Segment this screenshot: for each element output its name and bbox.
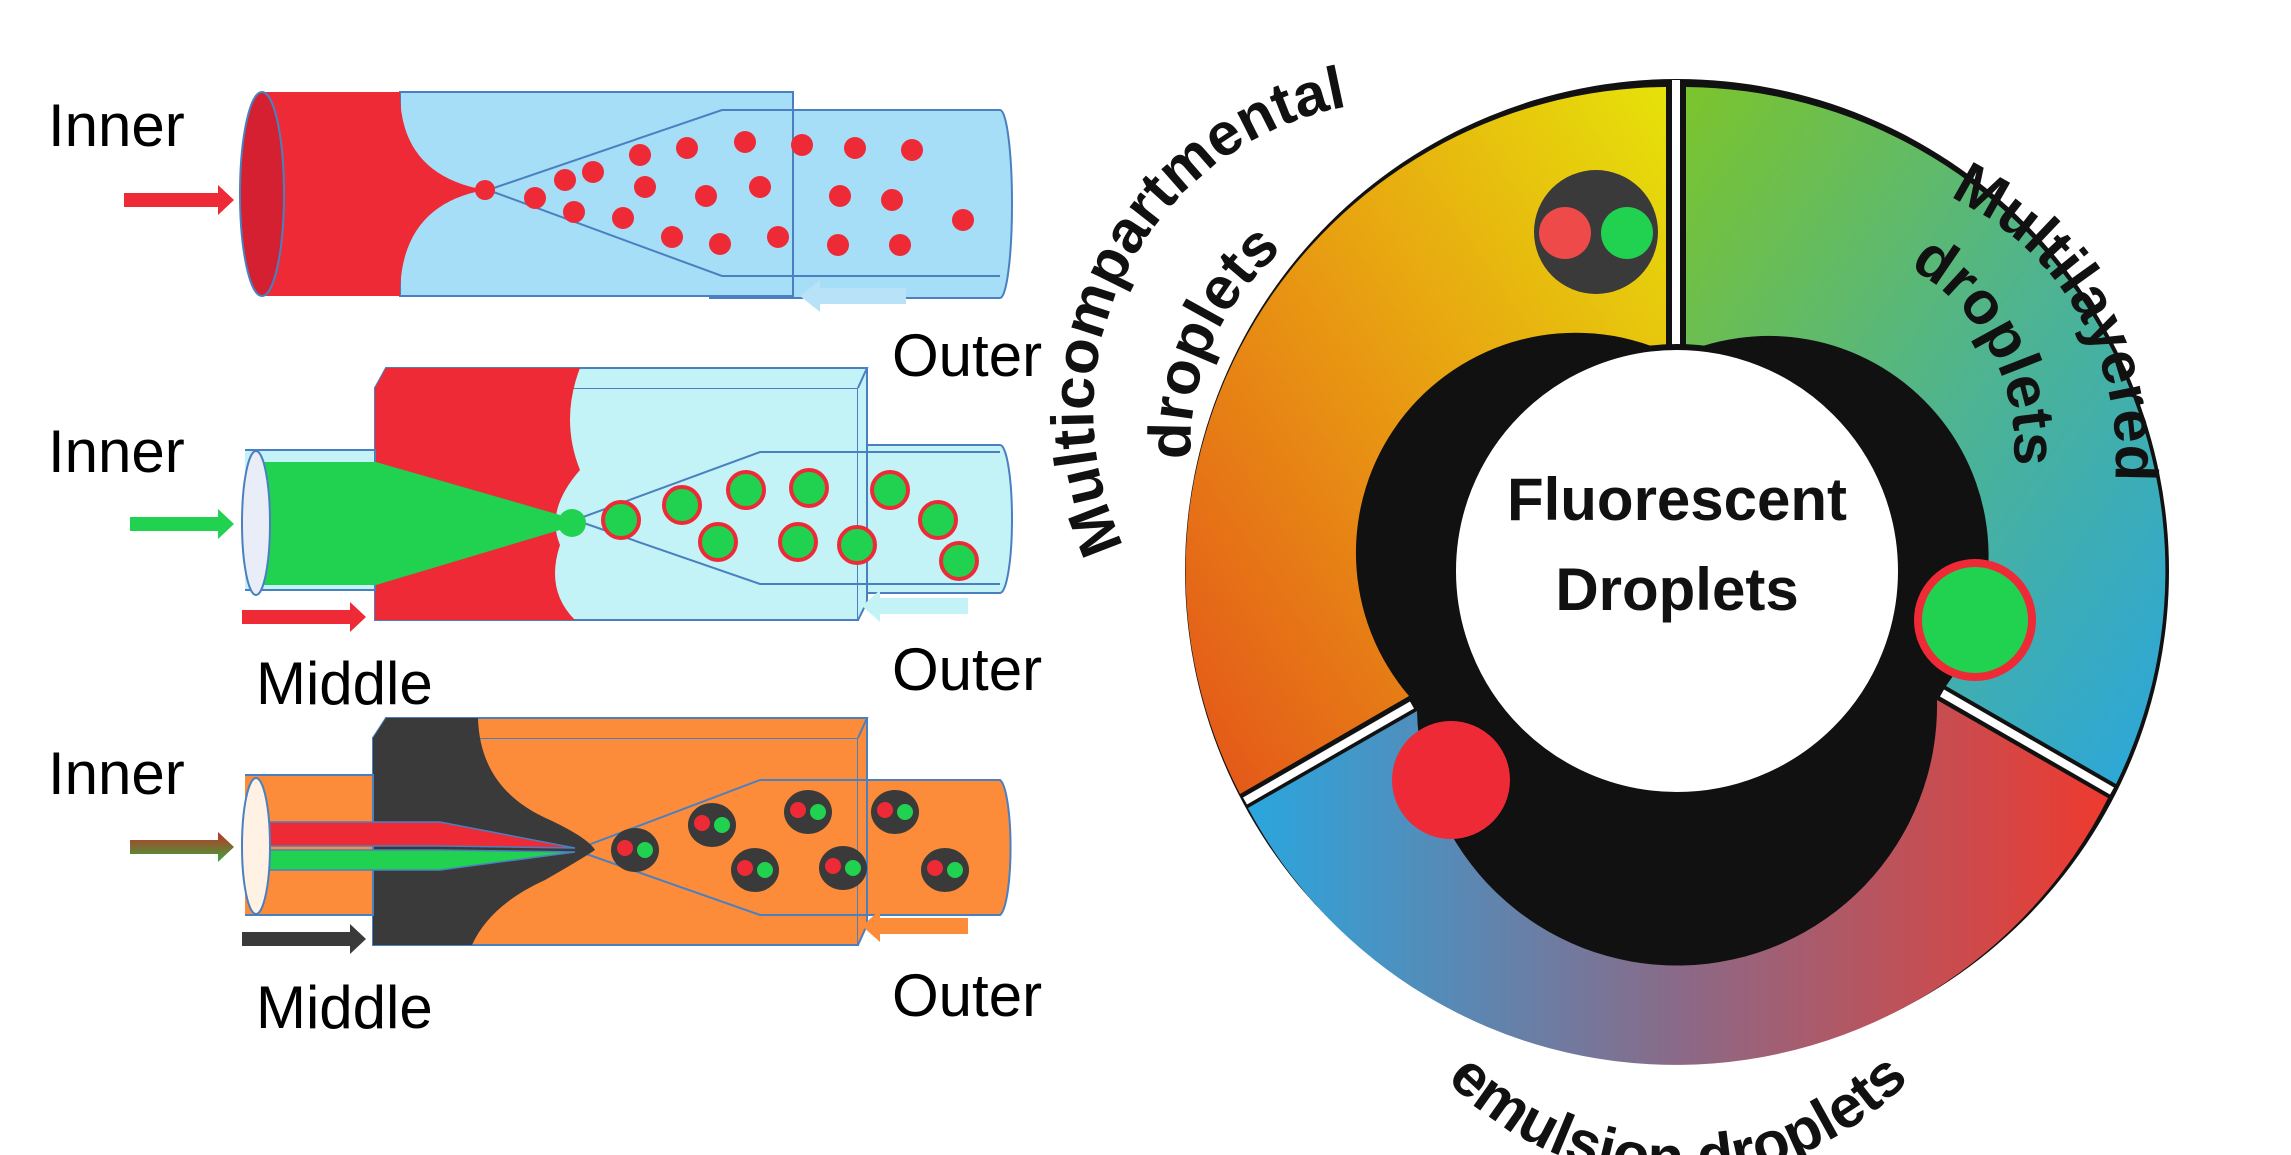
device3-outer-label: Outer (892, 962, 1042, 1029)
simple-emulsion-icon (1392, 721, 1510, 839)
multicompartmental-icon (1534, 170, 1658, 294)
device1-outer-label: Outer (892, 322, 1042, 389)
device1-outer-arrow (800, 280, 906, 312)
device2-droplets (601, 468, 979, 581)
device1-inner-label: Inner (48, 92, 185, 159)
ring-center (1450, 344, 1904, 798)
device-double-emulsion: Inner Middle Outer (48, 367, 1042, 717)
device2-middle-label: Middle (256, 650, 433, 717)
device3-inlet-end (241, 777, 271, 915)
device3-inner-label: Inner (48, 740, 185, 807)
device3-inner-arrow (130, 832, 234, 862)
multilayered-icon (1914, 559, 2036, 681)
device3-outer-arrow (862, 910, 968, 942)
ring-segment-simple (1248, 700, 2108, 1065)
device1-inlet-end (239, 91, 285, 297)
ring-separator-left (1243, 701, 1414, 805)
device2-outer-arrow (862, 590, 968, 622)
device1-inner-arrow (124, 185, 234, 215)
device-simple-emulsion: Inner Outer (48, 91, 1042, 389)
device1-pinch-droplet (475, 180, 495, 200)
droplet-type-ring: Fluorescent Droplets Multicompartmental … (1039, 53, 2170, 1155)
device1-inner-fluid (262, 92, 485, 296)
device2-inner-label: Inner (48, 418, 185, 485)
device2-outer-label: Outer (892, 636, 1042, 703)
ring-separator-right (1940, 689, 2114, 795)
device-multicompartment: Inner Middle Outer (48, 717, 1042, 1041)
device1-droplets (524, 131, 974, 256)
device3-droplets (611, 790, 969, 892)
device2-inner-arrow (130, 509, 234, 539)
center-title-line1: Fluorescent (1507, 466, 1847, 533)
ring-segment-multilayered (1686, 87, 2166, 784)
device2-pinch-droplet (558, 509, 586, 537)
device2-tapered-capillary (574, 451, 1000, 585)
device3-middle-arrow (242, 924, 366, 954)
device2-inlet-end (241, 450, 271, 596)
device2-inner-fluid (258, 462, 568, 585)
center-title-line2: Droplets (1555, 556, 1798, 623)
device2-middle-arrow (242, 602, 366, 632)
device3-middle-label: Middle (256, 974, 433, 1041)
